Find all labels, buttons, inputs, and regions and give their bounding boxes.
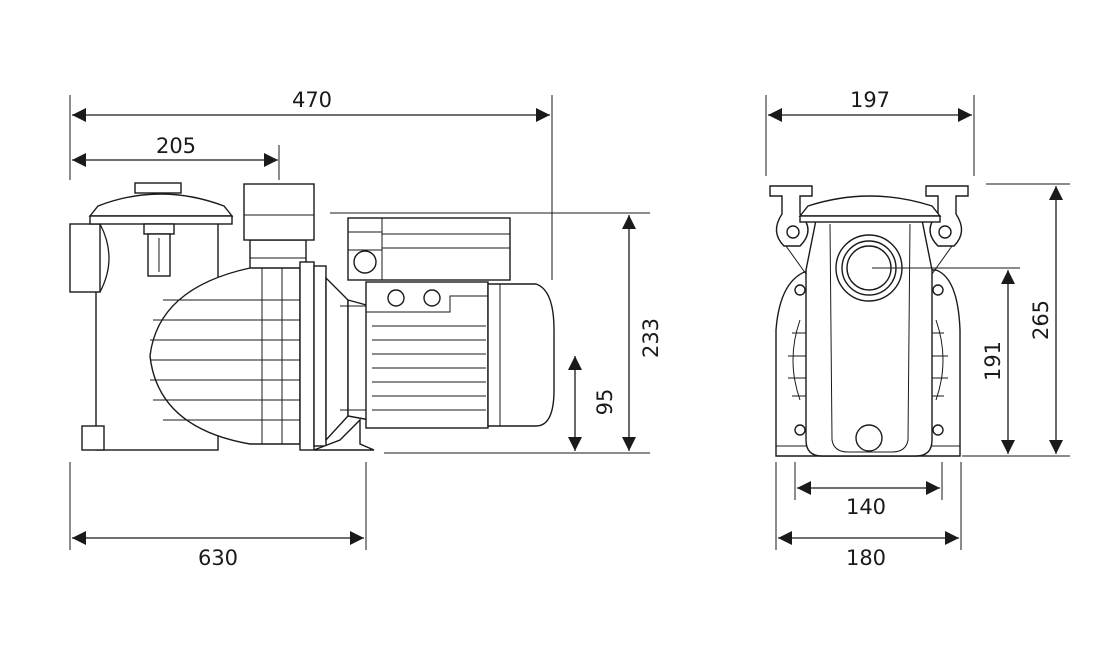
dim-base-length: 630: [72, 531, 364, 570]
dim-shaft-height-label: 95: [593, 389, 617, 416]
dim-front-height: 265: [1029, 186, 1063, 454]
dim-overall-length: 470: [72, 88, 550, 122]
dim-outlet-height: 191: [981, 270, 1015, 454]
dim-front-width-label: 197: [850, 88, 890, 112]
dim-front-height-label: 265: [1029, 300, 1053, 340]
dim-base-width-label: 180: [846, 546, 886, 570]
dim-outlet-height-label: 191: [981, 341, 1005, 381]
dim-base-width: 180: [778, 531, 959, 570]
dim-overall-height-label: 233: [639, 318, 663, 358]
dim-strainer-offset: 205: [72, 134, 278, 167]
motor-body: [365, 281, 555, 429]
motor-bracket: [299, 261, 375, 451]
dim-foot-spacing-label: 140: [846, 495, 886, 519]
dim-shaft-height: 95: [568, 356, 617, 451]
front-strainer-housing: [798, 195, 942, 457]
volute-housing: [149, 267, 301, 445]
dim-foot-spacing: 140: [797, 481, 940, 519]
side-view: 470 205 630 233 95: [69, 88, 663, 570]
dim-overall-length-label: 470: [292, 88, 332, 112]
dim-base-length-label: 630: [198, 546, 238, 570]
control-box: [347, 217, 511, 281]
dim-overall-height: 233: [622, 215, 663, 451]
dim-front-width: 197: [768, 88, 972, 122]
front-top-brackets: [769, 185, 969, 275]
dim-strainer-offset-label: 205: [156, 134, 196, 158]
front-view: 197 265 191 140 180: [765, 88, 1070, 570]
